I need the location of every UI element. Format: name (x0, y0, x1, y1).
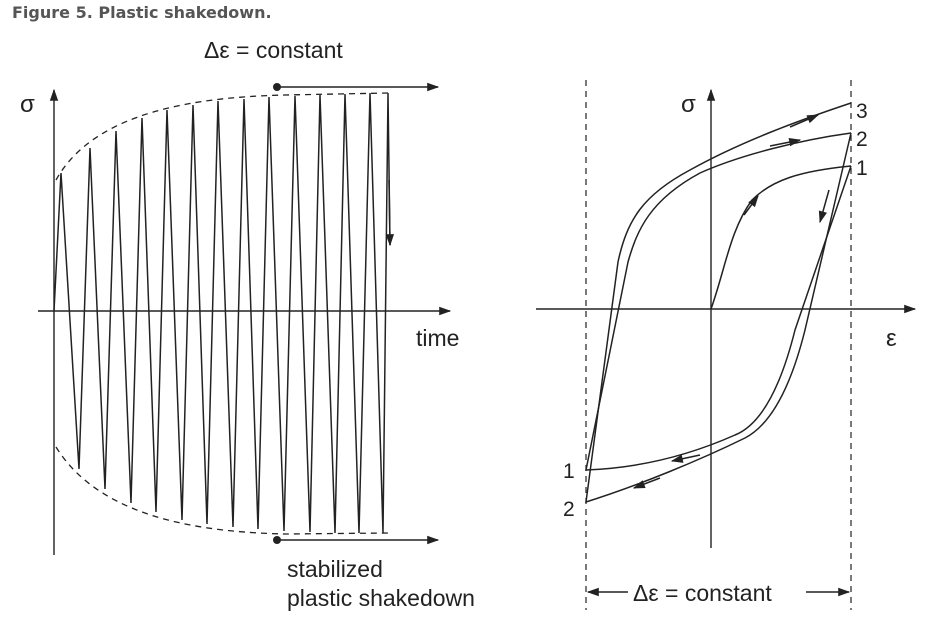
right-bottom-label: Δε = constant (633, 580, 772, 606)
left-top-label: Δε = constant (204, 37, 343, 63)
right-panel: 3 2 1 1 2 σ ε Δε = constant (536, 80, 917, 610)
figure-title: Figure 5. Plastic shakedown. (12, 3, 272, 22)
arrow-lower-unload-b (632, 477, 661, 489)
left-bottom-label-line1: stabilized (287, 556, 383, 582)
cycle-label-bottom-2: 2 (563, 498, 575, 521)
left-x-label: time (416, 325, 459, 351)
arrow-top-reload (789, 114, 820, 128)
lower-envelope (55, 446, 389, 535)
arrow-initial (743, 195, 759, 216)
arrow-unload (818, 189, 830, 224)
cycle-label-top-2: 2 (856, 128, 868, 151)
arrow-upper-reload (769, 137, 802, 147)
stress-history-zigzag (53, 92, 391, 534)
hysteresis-loop-a (585, 132, 852, 471)
cycle-label-top-3: 3 (856, 100, 868, 123)
arrow-lower-unload-a (670, 454, 701, 463)
left-y-label: σ (20, 91, 35, 118)
cycle-label-bottom-1: 1 (563, 460, 575, 483)
right-x-label: ε (886, 325, 897, 352)
hysteresis-loop-b (585, 102, 852, 504)
right-y-label: σ (681, 91, 696, 118)
left-bottom-label-line2: plastic shakedown (287, 585, 475, 611)
cycle-label-top-1: 1 (856, 157, 868, 180)
upper-envelope (55, 92, 389, 181)
initial-loading-curve (710, 165, 852, 310)
left-panel: σ time Δε = constant stabilized plastic … (20, 37, 475, 611)
stress-drop-arrow (385, 179, 395, 247)
